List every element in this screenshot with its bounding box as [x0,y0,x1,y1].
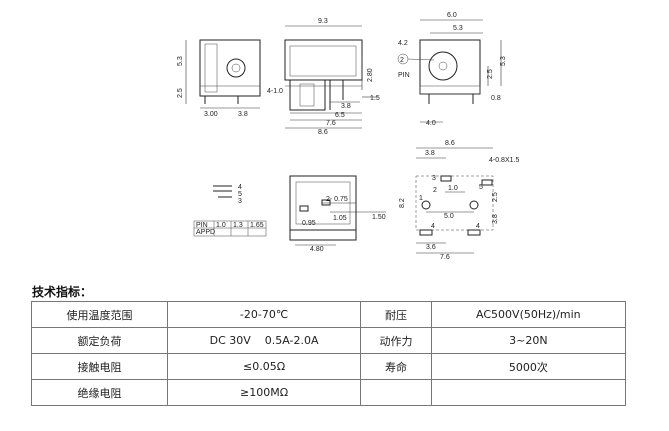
dim-c: 6.5 [335,112,345,119]
pcb-layout-drawing: 8.6 3.8 4-0.8X1.5 8.2 3 2 1 5 4 4 1.0 5.… [399,140,519,261]
spec-value: 3~20N [430,327,627,354]
dim-right-1: 2.5 [492,192,499,202]
dim-mid-1: 1.0 [448,185,458,192]
dim-lower-left: 2.5 [177,88,184,98]
hole-note: 4-0.8X1.5 [489,157,519,164]
dim-top: 8.6 [445,140,455,147]
spec-value: ≤0.05Ω [166,353,362,380]
spec-label [360,379,432,406]
spec-label: 耐压 [360,301,432,328]
spec-value: AC500V(50Hz)/min [430,301,627,328]
dim-pin-spacing-1: 3.00 [204,111,218,118]
dim-bottom-small: 0.8 [491,95,501,102]
spec-value: DC 30V 0.5A-2.0A [166,327,362,354]
dim-height-left: 5.3 [177,56,184,66]
dim-top-inner: 3.8 [425,150,435,157]
dim-right: 1.50 [372,214,386,221]
dim-bottom: 4.80 [310,246,324,253]
pcb-pin-num: 1 [419,195,423,202]
dim-body-height: 2.80 [367,68,374,82]
specs-title: 技术指标： [32,285,93,299]
spec-value: 5000次 [430,353,627,380]
spec-value: -20-70℃ [166,301,362,328]
specs-table: 使用温度范围 -20-70℃ 耐压 AC500V(50Hz)/min 额定负荷 … [31,301,627,406]
dim-width: 9.3 [318,18,328,25]
pcb-pin-num: 4 [476,223,480,230]
dim-bottom: 4.0 [426,120,436,127]
dim-right-2: 3.8 [492,214,499,224]
pcb-pin-num: 3 [432,175,436,182]
pin-table-cell: 1.65 [250,222,264,229]
table-row: 接触电阻 ≤0.05Ω 寿命 5000次 [31,353,627,380]
bottom-view-drawing: 2- 0.75 1.05 0.95 1.50 4.80 [289,175,386,253]
dim-mid: 1.05 [333,215,347,222]
pin-table-cell: 1.3 [233,222,243,229]
pcb-pin-num: 4 [431,223,435,230]
dim-e: 8.6 [318,129,328,136]
pin-table-row2-label: APPD [196,229,215,236]
dim-left: 0.95 [302,220,316,227]
pcb-pin-num: 5 [479,184,483,191]
pin-label: PIN [398,72,410,79]
spec-label: 接触电阻 [31,353,168,380]
pin-label-3: 3 [238,198,242,205]
dim-left: 8.2 [399,198,406,208]
pin-table-header: PIN [196,222,208,229]
front-view-drawing: 6.0 5.3 4.2 2 PIN 2.5 5.3 0.8 4.0 [397,12,507,127]
dim-right-2: 5.3 [500,56,507,66]
dim-mid-2: 5.0 [444,213,454,220]
pin-table-cell: 1.0 [216,222,226,229]
table-row: 绝缘电阻 ≥100MΩ [31,379,627,406]
dim-inner: 5.3 [453,25,463,32]
table-row: 额定负荷 DC 30V 0.5A-2.0A 动作力 3~20N [31,327,627,354]
dim-pin-spacing-2: 3.8 [238,111,248,118]
dim-bottom-1: 3.6 [426,244,436,251]
spec-label: 使用温度范围 [31,301,168,328]
spec-value: ≥100MΩ [166,379,362,406]
dim-width: 6.0 [447,12,457,19]
dim-d: 7.6 [326,120,336,127]
dim-right-1: 2.5 [487,69,494,79]
pin-legend-drawing: 4 5 3 PIN 1.0 1.3 1.65 APPD [193,184,267,237]
dim-bottom-2: 7.6 [440,254,450,261]
pin-label-4: 4 [238,184,242,191]
dim-dia: 4.2 [398,40,408,47]
table-row: 使用温度范围 -20-70℃ 耐压 AC500V(50Hz)/min [31,301,627,328]
pin-marker: 2 [400,57,404,64]
spec-label: 绝缘电阻 [31,379,168,406]
technical-drawing: 5.3 2.5 3.00 3.8 9.3 2.80 4-1.0 3.8 1.5 … [177,12,519,261]
dim-a: 3.8 [341,103,351,110]
spec-label: 动作力 [360,327,432,354]
side-view-drawing: 5.3 2.5 3.00 3.8 9.3 2.80 4-1.0 3.8 1.5 … [177,18,380,136]
spec-label: 额定负荷 [31,327,168,354]
pin-label-5: 5 [238,191,242,198]
pcb-pin-num: 2 [433,187,437,194]
dim-pin-dia: 4-1.0 [267,88,283,95]
spec-label: 寿命 [360,353,432,380]
dim-top: 2- 0.75 [326,196,348,203]
dim-b: 1.5 [370,95,380,102]
spec-value [430,379,627,406]
